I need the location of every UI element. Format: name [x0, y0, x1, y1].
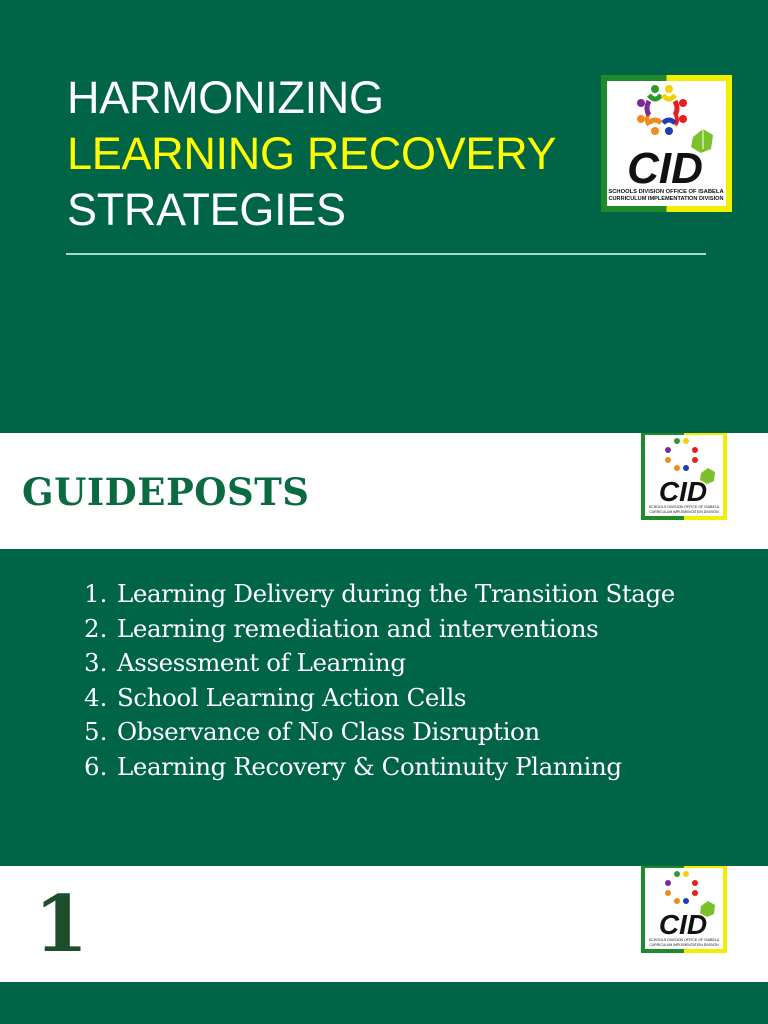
next-slide-body [0, 982, 768, 1024]
guideposts-list: 1.Learning Delivery during the Transitio… [84, 577, 724, 785]
svg-text:SCHOOLS DIVISION OFFICE OF ISA: SCHOOLS DIVISION OFFICE OF ISABELA [649, 505, 720, 509]
title-line-3: STRATEGIES [67, 184, 346, 235]
svg-text:CID: CID [659, 476, 707, 507]
guidepost-item: 3.Assessment of Learning [84, 648, 406, 678]
guideposts-body [0, 549, 768, 866]
title-line-1: HARMONIZING [67, 72, 384, 123]
svg-text:SCHOOLS DIVISION OFFICE OF ISA: SCHOOLS DIVISION OFFICE OF ISABELA [649, 938, 720, 942]
guidepost-item: 1.Learning Delivery during the Transitio… [84, 579, 675, 608]
guideposts-heading: GUIDEPOSTS [22, 470, 310, 514]
cid-logo-small-graphic: CID SCHOOLS DIVISION OFFICE OF ISABELA C… [649, 871, 720, 947]
title-line-2: LEARNING RECOVERY [67, 128, 557, 179]
title-slide: HARMONIZING LEARNING RECOVERY STRATEGIES [0, 0, 768, 433]
title-divider [66, 253, 706, 255]
svg-text:SCHOOLS DIVISION OFFICE OF ISA: SCHOOLS DIVISION OFFICE OF ISABELA [608, 189, 724, 195]
svg-text:CID: CID [659, 909, 707, 940]
cid-logo-graphic: CID SCHOOLS DIVISION OFFICE OF ISABELA C… [608, 85, 724, 202]
cid-logo-icon: CID SCHOOLS DIVISION OFFICE OF ISABELA C… [601, 75, 732, 212]
guidepost-item: 4.School Learning Action Cells [84, 682, 467, 712]
guidepost-item: 6.Learning Recovery & Continuity Plannin… [84, 751, 622, 781]
cid-logo-small-icon: CID SCHOOLS DIVISION OFFICE OF ISABELA C… [641, 433, 727, 520]
svg-text:CURRICULUM IMPLEMENTATION DIVI: CURRICULUM IMPLEMENTATION DIVISION [608, 196, 723, 202]
guidepost-item: 2.Learning remediation and interventions [84, 613, 599, 643]
slide-number: 1 [34, 879, 89, 970]
number-slide-header [0, 866, 768, 982]
cid-logo-small-icon: CID SCHOOLS DIVISION OFFICE OF ISABELA C… [641, 866, 727, 953]
title-block: HARMONIZING LEARNING RECOVERY STRATEGIES [67, 70, 557, 238]
svg-text:CURRICULUM IMPLEMENTATION DIVI: CURRICULUM IMPLEMENTATION DIVISION [649, 510, 719, 514]
svg-text:CURRICULUM IMPLEMENTATION DIVI: CURRICULUM IMPLEMENTATION DIVISION [649, 943, 719, 947]
guidepost-item: 5.Observance of No Class Disruption [84, 717, 540, 747]
cid-logo-small-graphic: CID SCHOOLS DIVISION OFFICE OF ISABELA C… [649, 438, 720, 514]
svg-text:CID: CID [627, 144, 703, 193]
guideposts-header [0, 433, 768, 549]
